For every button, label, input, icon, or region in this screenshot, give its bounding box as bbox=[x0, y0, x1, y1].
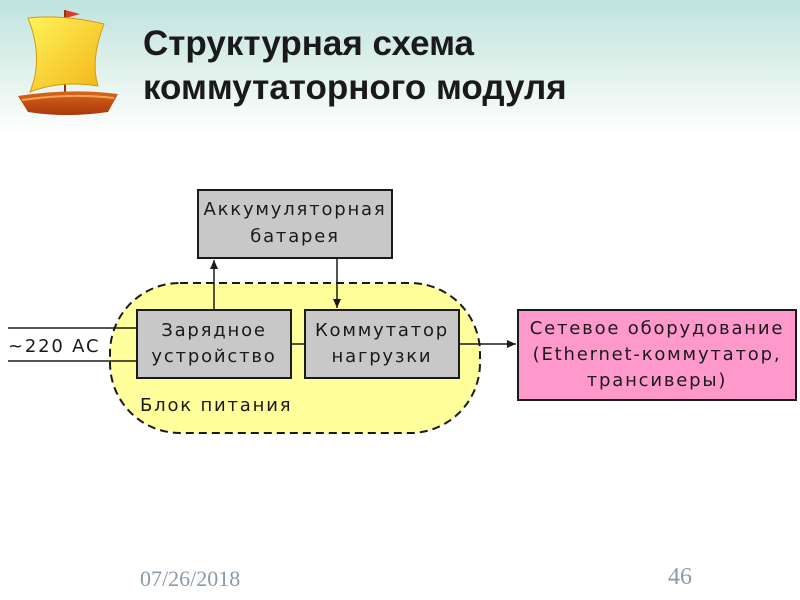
network-equipment-box bbox=[517, 309, 797, 401]
charger-box bbox=[136, 309, 292, 379]
network-label-line-3: трансиверы) bbox=[587, 370, 727, 391]
sailboat-logo-icon bbox=[18, 10, 118, 115]
charger-label-line-2: устройство bbox=[151, 346, 276, 367]
battery-box bbox=[197, 189, 393, 259]
charger-label-line-1: Зарядное bbox=[161, 320, 267, 341]
page-number: 46 bbox=[668, 564, 692, 590]
title-line-2: коммутаторного модуля bbox=[143, 68, 567, 107]
header-band bbox=[0, 0, 800, 135]
network-label-line-2: (Ethernet-коммутатор, bbox=[533, 344, 782, 365]
page-title: Структурная схема коммутаторного модуля bbox=[143, 22, 783, 110]
battery-label-line-2: батарея bbox=[250, 226, 340, 247]
load-switch-label-line-2: нагрузки bbox=[332, 346, 433, 367]
ac-input-label: ~220 AC bbox=[8, 336, 100, 357]
load-switch-label-line-1: Коммутатор bbox=[315, 320, 449, 341]
battery-label-line-1: Аккумуляторная bbox=[203, 199, 386, 220]
network-label-line-1: Сетевое оборудование bbox=[530, 318, 784, 339]
footer-date: 07/26/2018 bbox=[140, 566, 241, 591]
title-line-1: Структурная схема bbox=[143, 24, 474, 63]
power-block-label: Блок питания bbox=[140, 395, 292, 416]
